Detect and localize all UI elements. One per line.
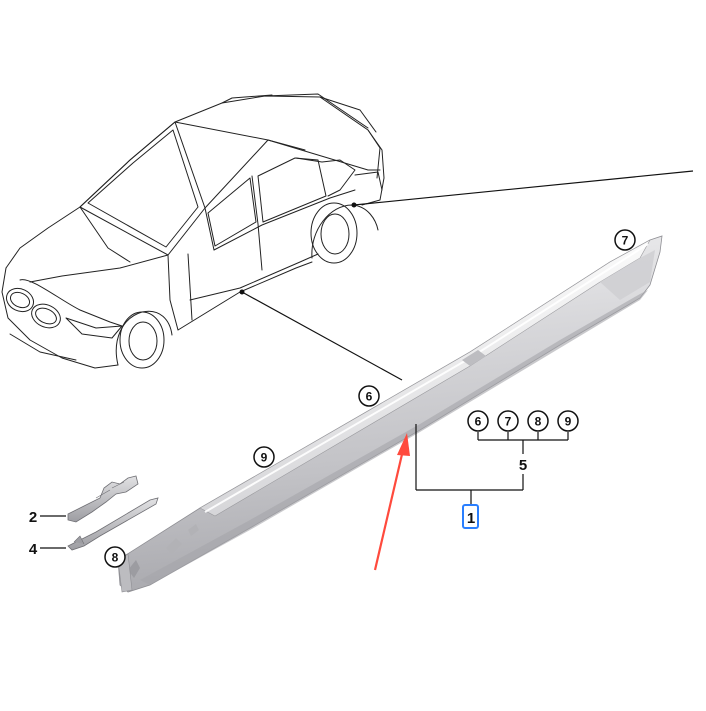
label-part-1-selected[interactable]: 1 (462, 504, 479, 529)
label-part-2: 2 (29, 509, 37, 526)
selection-highlight (462, 504, 479, 529)
legend-callout-9: 9 (557, 410, 579, 432)
callout-7-top: 7 (614, 229, 636, 251)
svg-text:8: 8 (535, 415, 542, 429)
callout-8-end: 8 (104, 546, 126, 568)
svg-text:6: 6 (366, 390, 373, 404)
legend-callout-8: 8 (527, 410, 549, 432)
leader-lines (241, 170, 694, 381)
trim-strip-part-4 (67, 497, 159, 551)
callout-6-main: 6 (358, 385, 380, 407)
svg-text:6: 6 (475, 415, 482, 429)
side-sill-panel (117, 235, 663, 593)
label-part-4: 4 (29, 541, 38, 558)
red-annotation-arrow (373, 433, 410, 571)
bracket-part-2 (67, 475, 139, 523)
svg-text:8: 8 (112, 551, 119, 565)
assembly-tree (415, 424, 569, 504)
label-group-5: 5 (519, 457, 527, 474)
legend-callout-7: 7 (497, 410, 519, 432)
svg-text:7: 7 (622, 234, 629, 248)
car-outline (1, 93, 385, 369)
svg-text:7: 7 (505, 415, 512, 429)
svg-text:9: 9 (565, 415, 572, 429)
label-part-1[interactable]: 1 (467, 510, 475, 527)
svg-text:9: 9 (261, 451, 268, 465)
callout-9-main: 9 (253, 446, 275, 468)
legend-callout-6: 6 (467, 410, 489, 432)
